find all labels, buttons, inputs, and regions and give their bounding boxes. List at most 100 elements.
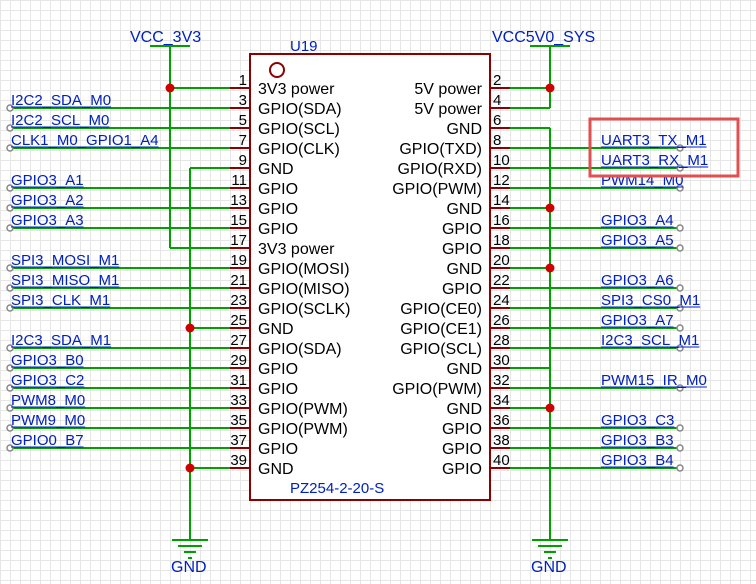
pin-number-33: 33 (230, 392, 247, 409)
pin-number-14: 14 (493, 192, 510, 209)
pin-name-30: GND (446, 361, 482, 378)
net-label-7[interactable]: CLK1_M0_GPIO1_A4 (11, 132, 159, 149)
pin-number-7: 7 (239, 132, 247, 149)
pin-number-32: 32 (493, 372, 510, 389)
pin-number-22: 22 (493, 272, 510, 289)
net-endpoint-40[interactable] (676, 464, 684, 472)
gnd-label-left: GND (171, 559, 207, 576)
net-label-33[interactable]: PWM8_M0 (11, 392, 85, 409)
pin-name-15: GPIO (258, 221, 298, 238)
pin-number-23: 23 (230, 292, 247, 309)
pin-name-3: GPIO(SDA) (258, 101, 342, 118)
pin1-marker-icon (269, 62, 285, 78)
component-body[interactable] (249, 53, 491, 501)
pin-name-21: GPIO(MISO) (258, 281, 350, 298)
pin-number-25: 25 (230, 312, 247, 329)
pin-name-8: GPIO(TXD) (399, 141, 482, 158)
pin-name-25: GND (258, 321, 294, 338)
net-label-35[interactable]: PWM9_M0 (11, 412, 85, 429)
pin-number-15: 15 (230, 212, 247, 229)
pin-number-18: 18 (493, 232, 510, 249)
pin-number-1: 1 (239, 72, 247, 89)
net-endpoint-16[interactable] (676, 224, 684, 232)
pin-name-20: GND (446, 261, 482, 278)
pin-name-34: GND (446, 401, 482, 418)
net-endpoint-36[interactable] (676, 424, 684, 432)
net-label-22[interactable]: GPIO3_A6 (601, 272, 674, 289)
gnd-label-right: GND (531, 559, 567, 576)
net-label-32[interactable]: PWM15_IR_M0 (601, 372, 707, 389)
pin-name-10: GPIO(RXD) (398, 161, 482, 178)
pin-name-7: GPIO(CLK) (258, 141, 340, 158)
pin-number-38: 38 (493, 432, 510, 449)
net-label-8[interactable]: UART3_TX_M1 (601, 132, 707, 149)
pin-number-27: 27 (230, 332, 247, 349)
pin-number-34: 34 (493, 392, 510, 409)
component-part: PZ254-2-20-S (290, 480, 384, 497)
net-endpoint-18[interactable] (676, 244, 684, 252)
pin-name-38: GPIO (442, 441, 482, 458)
net-label-15[interactable]: GPIO3_A3 (11, 212, 84, 229)
pin-number-10: 10 (493, 152, 510, 169)
pin-name-32: GPIO(PWM) (392, 381, 482, 398)
pin-name-35: GPIO(PWM) (258, 421, 348, 438)
junction-dot (545, 83, 555, 93)
pin-number-4: 4 (493, 92, 501, 109)
pin-number-35: 35 (230, 412, 247, 429)
pin-number-30: 30 (493, 352, 510, 369)
net-label-18[interactable]: GPIO3_A5 (601, 232, 674, 249)
net-label-13[interactable]: GPIO3_A2 (11, 192, 84, 209)
net-label-23[interactable]: SPI3_CLK_M1 (11, 292, 110, 309)
net-endpoint-22[interactable] (676, 284, 684, 292)
pin-name-11: GPIO (258, 181, 298, 198)
net-label-5[interactable]: I2C2_SCL_M0 (11, 112, 109, 129)
pin-name-23: GPIO(SCLK) (258, 301, 350, 318)
net-label-36[interactable]: GPIO3_C3 (601, 412, 674, 429)
net-label-31[interactable]: GPIO3_C2 (11, 372, 84, 389)
pin-number-5: 5 (239, 112, 247, 129)
net-label-38[interactable]: GPIO3_B3 (601, 432, 674, 449)
net-label-16[interactable]: GPIO3_A4 (601, 212, 674, 229)
ground-symbol-left (172, 539, 208, 559)
pin-number-21: 21 (230, 272, 247, 289)
net-label-28[interactable]: I2C3_SCL_M1 (601, 332, 699, 349)
ground-symbol-right (532, 539, 568, 559)
pin-name-37: GPIO (258, 441, 298, 458)
pin-number-31: 31 (230, 372, 247, 389)
pin-name-5: GPIO(SCL) (258, 121, 340, 138)
pin-name-9: GND (258, 161, 294, 178)
pin-name-16: GPIO (442, 221, 482, 238)
net-label-26[interactable]: GPIO3_A7 (601, 312, 674, 329)
pin-name-28: GPIO(SCL) (400, 341, 482, 358)
junction-dot (545, 203, 555, 213)
net-endpoint-38[interactable] (676, 444, 684, 452)
net-endpoint-26[interactable] (676, 324, 684, 332)
pin-name-22: GPIO (442, 281, 482, 298)
pin-number-8: 8 (493, 132, 501, 149)
net-label-19[interactable]: SPI3_MOSI_M1 (11, 252, 119, 269)
pin-number-24: 24 (493, 292, 510, 309)
net-label-24[interactable]: SPI3_CS0_M1 (601, 292, 700, 309)
pin-name-31: GPIO (258, 381, 298, 398)
pin-name-6: GND (446, 121, 482, 138)
pin-number-13: 13 (230, 192, 247, 209)
net-label-11[interactable]: GPIO3_A1 (11, 172, 84, 189)
component-ref: U19 (290, 38, 318, 55)
net-label-10[interactable]: UART3_RX_M1 (601, 152, 708, 169)
pin-name-27: GPIO(SDA) (258, 341, 342, 358)
net-label-40[interactable]: GPIO3_B4 (601, 452, 674, 469)
pin-name-33: GPIO(PWM) (258, 401, 348, 418)
net-label-37[interactable]: GPIO0_B7 (11, 432, 84, 449)
net-label-21[interactable]: SPI3_MISO_M1 (11, 272, 119, 289)
pin-name-19: GPIO(MOSI) (258, 261, 350, 278)
pin-name-18: GPIO (442, 241, 482, 258)
pin-name-12: GPIO(PWM) (392, 181, 482, 198)
pin-number-17: 17 (230, 232, 247, 249)
pin-name-14: GND (446, 201, 482, 218)
net-label-29[interactable]: GPIO3_B0 (11, 352, 84, 369)
net-label-27[interactable]: I2C3_SDA_M1 (11, 332, 111, 349)
pin-name-17: 3V3 power (258, 241, 335, 258)
net-label-3[interactable]: I2C2_SDA_M0 (11, 92, 111, 109)
